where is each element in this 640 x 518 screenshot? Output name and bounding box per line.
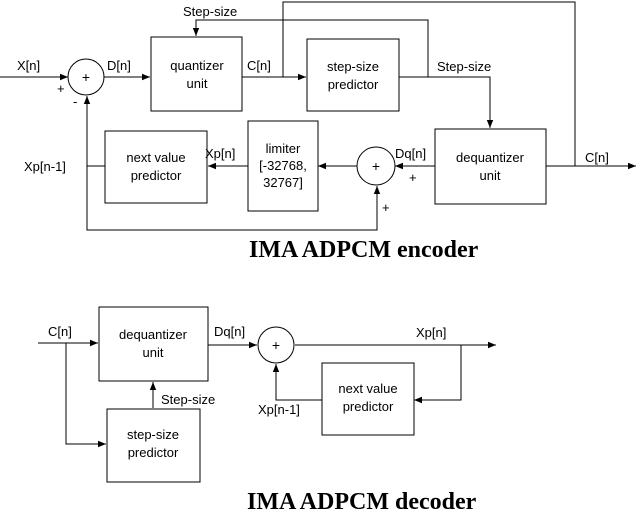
encoder-limiter-block	[247, 120, 319, 212]
encoder-signal-xpn: Xp[n]	[205, 146, 235, 161]
encoder-limiter-label-2: [-32768,	[259, 158, 307, 173]
encoder-dequantizer-block	[434, 128, 547, 205]
decoder-diagram: + dequantizer unit step-size predictor n…	[38, 306, 496, 515]
encoder-sign-xpprev-plus: +	[382, 200, 390, 215]
encoder-quantizer-label-1: quantizer	[170, 58, 224, 73]
encoder-signal-dn: D[n]	[107, 58, 131, 73]
decoder-stepsize-label-2: predictor	[128, 445, 179, 460]
wire-code-loop	[282, 1, 576, 166]
encoder-sign-input-plus: +	[57, 81, 65, 96]
encoder-stepsize-label-2: predictor	[328, 77, 379, 92]
wire-decoder-predictor-to-summer	[272, 364, 322, 401]
encoder-signal-stepsize-top: Step-size	[183, 4, 237, 19]
decoder-dequantizer-label-1: dequantizer	[119, 327, 188, 342]
decoder-signal-dqn: Dq[n]	[214, 324, 245, 339]
encoder-limiter-label-3: 32767]	[263, 175, 303, 190]
encoder-dequantizer-label-1: dequantizer	[456, 150, 525, 165]
decoder-signal-xpn: Xp[n]	[416, 325, 446, 340]
wire-stepsize-feedback	[192, 19, 429, 77]
decoder-signal-xpn-1: Xp[n-1]	[258, 402, 300, 417]
encoder-recon-summer-symbol: +	[372, 158, 380, 174]
decoder-dequantizer-block	[98, 306, 209, 382]
encoder-limiter-label-1: limiter	[266, 141, 301, 156]
encoder-diagram: + + quantizer unit step-size predictor d…	[0, 1, 636, 263]
decoder-dequantizer-label-2: unit	[143, 345, 164, 360]
decoder-signal-cn: C[n]	[48, 324, 72, 339]
wire-decoder-input-to-stepsize	[65, 343, 106, 448]
encoder-title: IMA ADPCM encoder	[249, 237, 479, 263]
encoder-stepsize-predictor-block	[306, 38, 400, 112]
encoder-recon-summer	[356, 146, 396, 186]
encoder-next-value-label-1: next value	[126, 150, 185, 165]
encoder-signal-output-cn: C[n]	[585, 150, 609, 165]
decoder-next-value-label-1: next value	[338, 381, 397, 396]
encoder-signal-stepsize-right: Step-size	[437, 59, 491, 74]
encoder-signal-xn: X[n]	[17, 58, 40, 73]
encoder-dequantizer-label-2: unit	[480, 168, 501, 183]
encoder-next-value-label-2: predictor	[131, 168, 182, 183]
decoder-summer-symbol: +	[272, 337, 280, 353]
encoder-quantizer-label-2: unit	[187, 76, 208, 91]
encoder-next-value-predictor-block	[104, 130, 208, 204]
wire-predictor-to-recon-summer	[86, 166, 381, 231]
decoder-next-value-label-2: predictor	[343, 399, 394, 414]
encoder-sign-feedback-minus: -	[73, 94, 77, 109]
wire-stepsize-to-dequantizer	[399, 76, 494, 128]
encoder-input-summer	[67, 58, 105, 96]
encoder-input-summer-symbol: +	[82, 69, 90, 85]
encoder-quantizer-block	[150, 36, 243, 112]
encoder-stepsize-label-1: step-size	[327, 59, 379, 74]
decoder-stepsize-predictor-block	[106, 408, 201, 483]
wire-predictor-to-input-summer	[83, 96, 105, 167]
decoder-signal-stepsize: Step-size	[161, 392, 215, 407]
decoder-summer	[257, 326, 295, 364]
decoder-title: IMA ADPCM decoder	[247, 489, 477, 515]
decoder-stepsize-label-1: step-size	[127, 427, 179, 442]
decoder-next-value-predictor-block	[321, 362, 415, 436]
encoder-signal-cn: C[n]	[247, 58, 271, 73]
encoder-signal-xpn-1: Xp[n-1]	[24, 159, 66, 174]
encoder-sign-dq-plus: +	[409, 170, 417, 185]
encoder-signal-dqn: Dq[n]	[395, 146, 426, 161]
wire-decoder-feedback-to-predictor	[414, 345, 462, 404]
